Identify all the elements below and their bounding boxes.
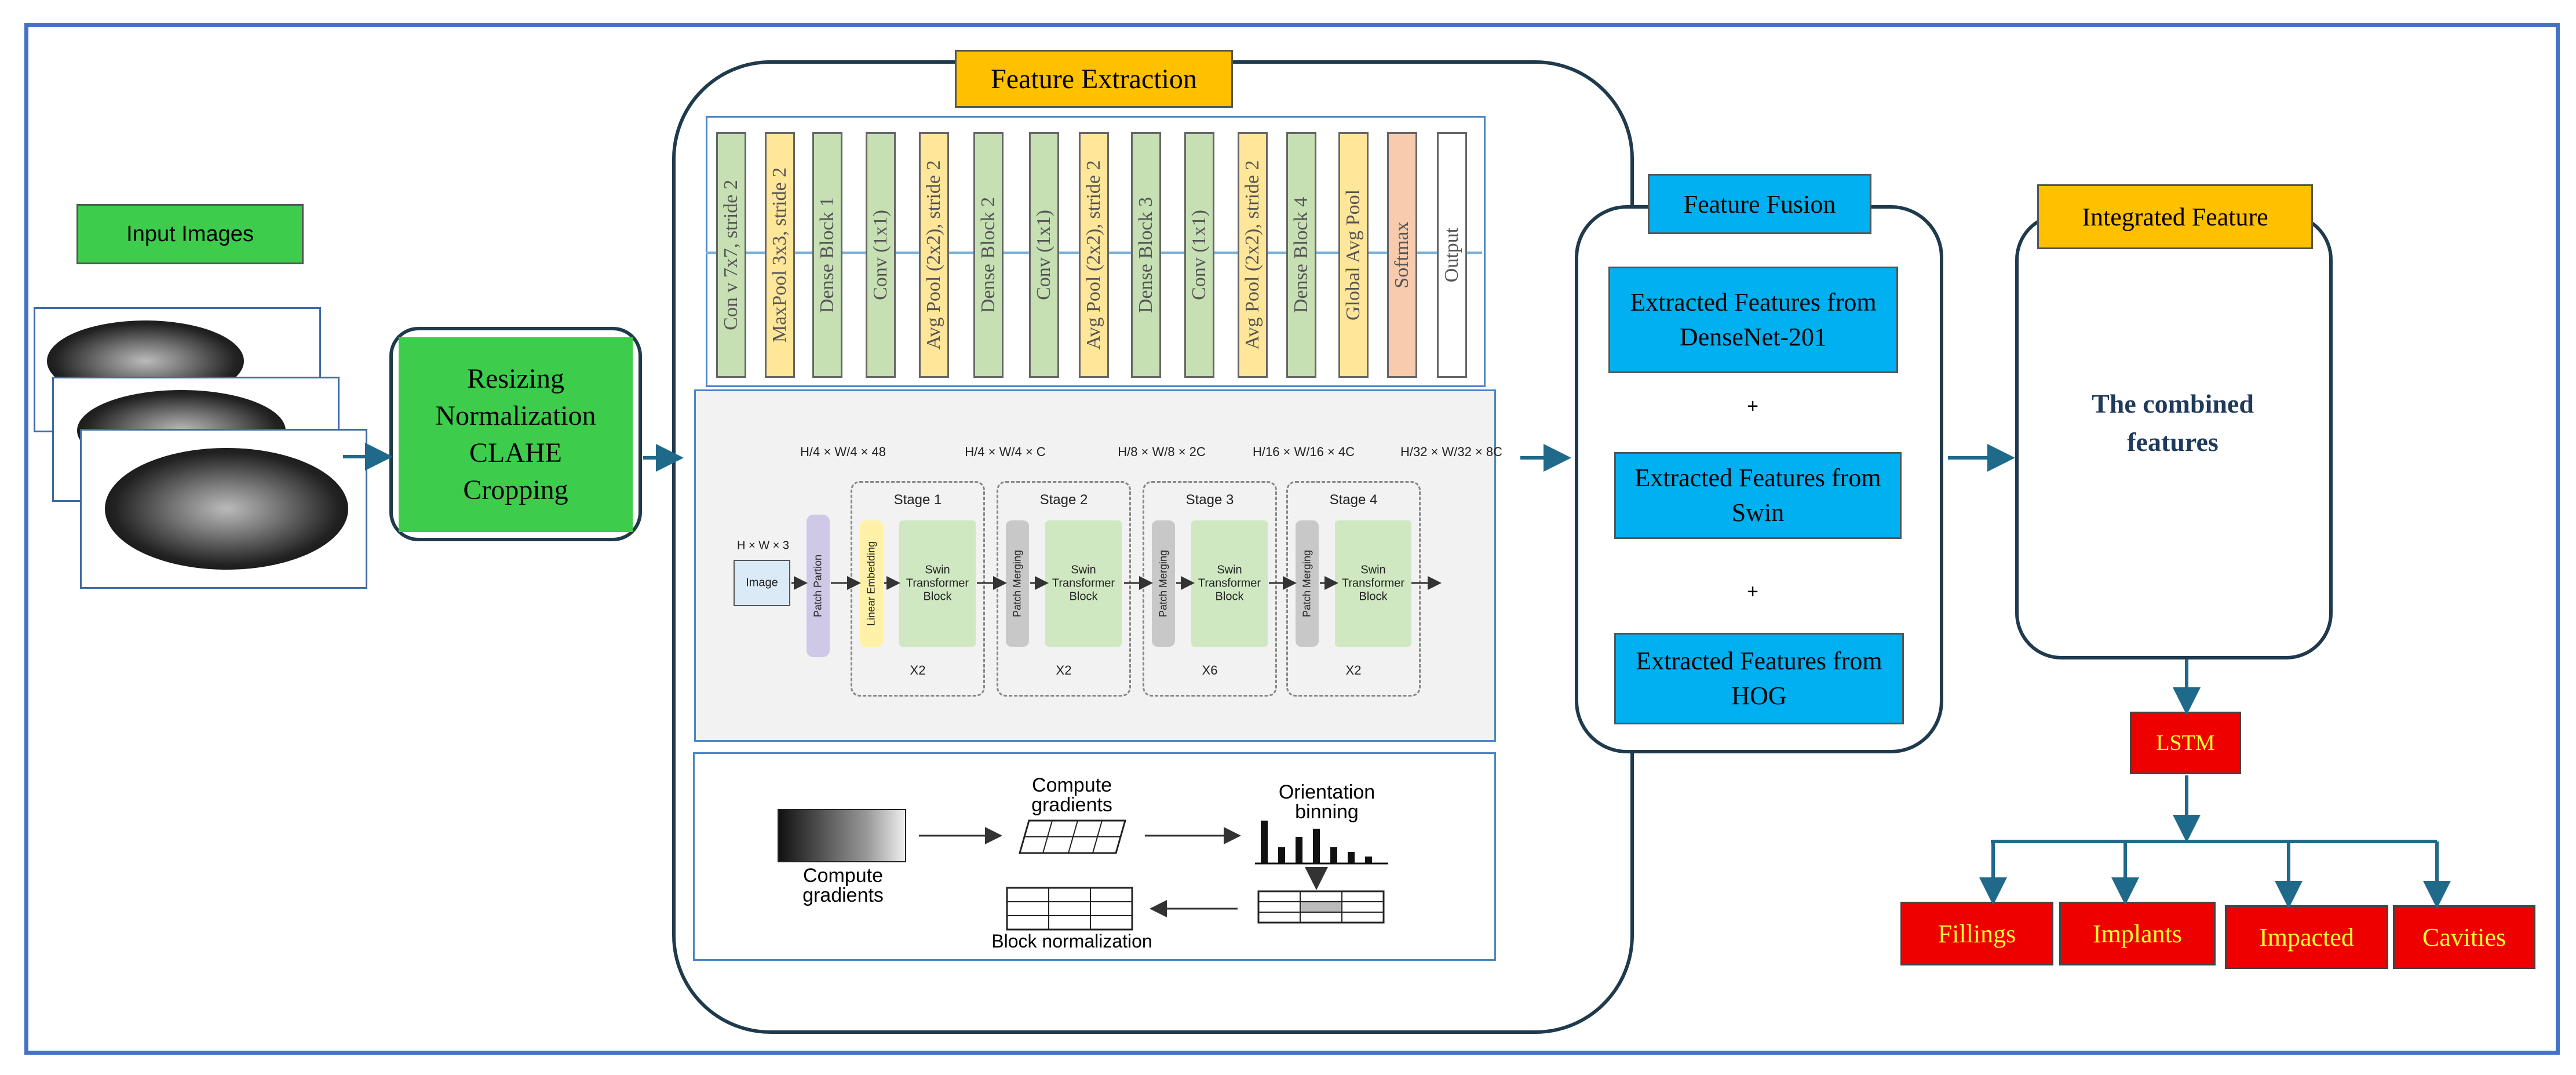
swin-dim-label-text: H/4 × W/4 × C	[965, 444, 1046, 459]
swin-stage-title-text: Stage 2	[1039, 492, 1088, 508]
swin-dim-label-text: H/32 × W/32 × 8C	[1400, 444, 1503, 459]
densenet-layer: Output	[1437, 132, 1467, 378]
preprocess-outline	[389, 327, 642, 541]
swin-block-text: Swin Transformer Block	[906, 563, 969, 603]
swin-stage-title: Stage 2	[997, 490, 1131, 510]
swin-block: Swin Transformer Block	[1191, 520, 1268, 647]
densenet-layer: Avg Pool (2x2), stride 2	[1238, 132, 1268, 378]
combined-features-text: The combined features	[2092, 389, 2254, 457]
swin-dim-label-text: H/4 × W/4 × 48	[800, 444, 886, 459]
densenet-layer: Con v 7x7, stride 2	[716, 132, 746, 378]
swin-stage-repeat-text: X6	[1202, 663, 1218, 677]
swin-dim-label: H/4 × W/4 × C	[944, 440, 1066, 464]
swin-stage-title: Stage 3	[1143, 490, 1277, 510]
fusion-swin: Extracted Features from Swin	[1614, 452, 1902, 539]
swin-image-box-text: Image	[746, 576, 778, 589]
swin-dim-label: H/32 × W/32 × 8C	[1391, 440, 1512, 464]
densenet-layer: Avg Pool (2x2), stride 2	[919, 132, 949, 378]
hog-gradient-image	[778, 809, 906, 862]
swin-dim-label: H/16 × W/16 × 4C	[1243, 440, 1364, 464]
integrated-feature-container	[2015, 213, 2333, 659]
swin-stage-title-text: Stage 4	[1329, 492, 1378, 508]
densenet-layer: Conv (1x1)	[1184, 132, 1214, 378]
densenet-layer: MaxPool 3x3, stride 2	[765, 132, 795, 378]
output-cavities: Cavities	[2393, 905, 2535, 969]
hog-compute-gradients-label-2: Compute gradients	[1031, 774, 1112, 816]
densenet-layer: Conv (1x1)	[866, 132, 896, 378]
swin-stage-repeat: X2	[851, 661, 985, 680]
swin-block-text: Swin Transformer Block	[1198, 563, 1261, 603]
swin-block: Swin Transformer Block	[1335, 520, 1411, 647]
swin-patch-merging: Patch Merging	[1152, 520, 1175, 647]
feature-fusion-title: Feature Fusion	[1648, 174, 1871, 234]
preprocess-normalization: Normalization	[435, 400, 596, 431]
preprocess-cropping: Cropping	[463, 475, 568, 505]
hog-block-normalization-label: Block normalization	[991, 931, 1152, 952]
swin-block-text: Swin Transformer Block	[1052, 563, 1115, 603]
densenet-layer: Avg Pool (2x2), stride 2	[1079, 132, 1109, 378]
output-fillings: Fillings	[1900, 902, 2053, 965]
diagram-frame	[24, 23, 2560, 1055]
swin-patch-merging: Patch Merging	[1006, 520, 1029, 647]
input-images-label: Input Images	[76, 204, 304, 264]
integrated-feature-title: Integrated Feature	[2037, 184, 2313, 249]
swin-patch-partition: Patch Partion	[807, 515, 830, 657]
hog-normalized-block	[1257, 890, 1385, 924]
swin-stage-repeat-text: X2	[910, 663, 926, 677]
fusion-plus-1: +	[1747, 395, 1758, 417]
swin-dim-label: H/8 × W/8 × 2C	[1101, 440, 1223, 464]
swin-stage-repeat: X2	[997, 661, 1131, 680]
swin-stage-title: Stage 4	[1286, 490, 1421, 510]
swin-stage-repeat-text: X2	[1056, 663, 1072, 677]
swin-input-dim: H × W × 3	[731, 535, 795, 556]
swin-dim-label: H/4 × W/4 × 48	[782, 440, 904, 464]
swin-stage-title-text: Stage 3	[1185, 492, 1234, 508]
xray-image-3	[80, 429, 367, 589]
swin-stage-repeat: X6	[1143, 661, 1277, 680]
swin-patch-merging: Patch Merging	[1296, 520, 1319, 647]
swin-stage-title-text: Stage 1	[893, 492, 942, 508]
feature-extraction-title: Feature Extraction	[955, 50, 1233, 108]
swin-dim-label-text: H/16 × W/16 × 4C	[1252, 444, 1355, 459]
hog-gradient-grid	[1019, 819, 1126, 854]
densenet-layer: Softmax	[1387, 132, 1417, 378]
swin-block: Swin Transformer Block	[1045, 520, 1122, 647]
fusion-plus-2: +	[1747, 580, 1758, 603]
swin-block: Swin Transformer Block	[899, 520, 976, 647]
fusion-hog: Extracted Features from HOG	[1614, 633, 1904, 724]
lstm-box: LSTM	[2130, 712, 2241, 774]
fusion-densenet: Extracted Features from DenseNet-201	[1608, 267, 1898, 373]
densenet-layer: Global Avg Pool	[1338, 132, 1369, 378]
swin-linear-embedding: Linear Embedding	[860, 520, 883, 647]
densenet-layer: Dense Block 2	[973, 132, 1004, 378]
hog-histogram	[1255, 821, 1388, 865]
output-impacted: Impacted	[2225, 905, 2388, 969]
preprocess-resizing: Resizing	[467, 363, 564, 394]
densenet-layer: Dense Block 3	[1131, 132, 1161, 378]
swin-stage-repeat: X2	[1286, 661, 1421, 680]
preprocess-clahe: CLAHE	[469, 438, 562, 468]
hog-compute-gradients-label-1: Compute gradients	[802, 865, 884, 906]
swin-block-text: Swin Transformer Block	[1341, 563, 1405, 603]
densenet-layer: Dense Block 4	[1286, 132, 1316, 378]
preprocess-box: Resizing Normalization CLAHE Cropping	[399, 337, 633, 532]
swin-stage-repeat-text: X2	[1345, 663, 1362, 677]
hog-orientation-binning-label: Orientation binning	[1278, 781, 1375, 823]
hog-block-grid	[1006, 887, 1133, 931]
densenet-layer: Conv (1x1)	[1029, 132, 1059, 378]
densenet-layer: Dense Block 1	[812, 132, 842, 378]
swin-image-box: Image	[734, 560, 790, 606]
swin-stage-title: Stage 1	[851, 490, 985, 510]
swin-dim-label-text: H/8 × W/8 × 2C	[1118, 444, 1206, 459]
swin-input-dim-text: H × W × 3	[736, 539, 790, 552]
